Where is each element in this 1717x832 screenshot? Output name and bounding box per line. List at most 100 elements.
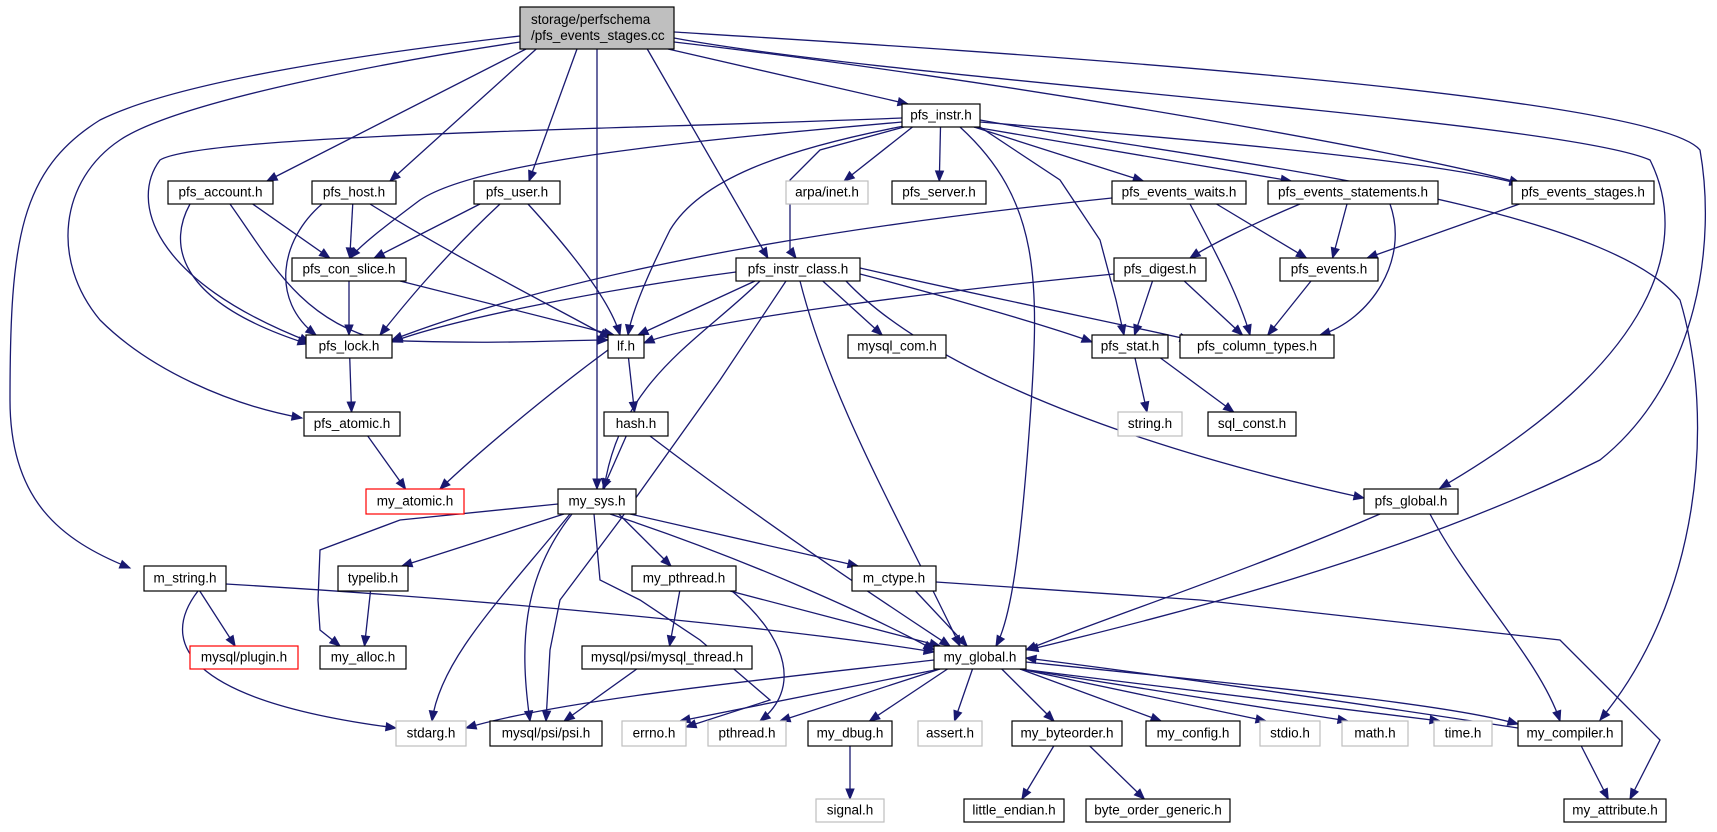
node-pthread-h[interactable]: pthread.h: [707, 720, 787, 747]
node-my-config-h[interactable]: my_config.h: [1145, 720, 1241, 747]
edge-pfs-host-h-to-pfs-lock-h: [285, 203, 323, 336]
node-box: [143, 565, 227, 592]
edge-line: [843, 126, 913, 182]
node-pfs-user-h[interactable]: pfs_user.h: [473, 180, 561, 205]
node-assert-h[interactable]: assert.h: [917, 720, 983, 747]
node-string-h[interactable]: string.h: [1117, 411, 1183, 437]
node-mysql-psi-psi-h[interactable]: mysql/psi/psi.h: [489, 720, 603, 747]
node-my-sys-h[interactable]: my_sys.h: [557, 488, 637, 515]
node-pfs-lock-h[interactable]: pfs_lock.h: [305, 334, 393, 359]
arrowhead-icon: [602, 477, 612, 491]
node-my-pthread-h[interactable]: my_pthread.h: [631, 565, 737, 592]
node-errno-h[interactable]: errno.h: [621, 720, 687, 747]
arrowhead-icon: [1021, 787, 1032, 801]
edge-pfs-instr-class-h-to-my-sys-h: [600, 280, 761, 491]
node-m-string-h[interactable]: m_string.h: [143, 565, 227, 592]
node-signal-h[interactable]: signal.h: [815, 798, 885, 823]
node-pfs-digest-h[interactable]: pfs_digest.h: [1113, 257, 1207, 282]
edge-pfs-instr-h-to-my-compiler-h: [979, 119, 1699, 722]
edge-line: [679, 668, 941, 722]
edge-line: [979, 119, 1699, 721]
edge-line: [1019, 668, 1162, 722]
node-pfs-events-h[interactable]: pfs_events.h: [1279, 257, 1379, 282]
node-my-global-h[interactable]: my_global.h: [933, 645, 1027, 670]
node-pfs-con-slice-h[interactable]: pfs_con_slice.h: [291, 257, 407, 282]
node-box: [311, 180, 397, 205]
arrowhead-icon: [541, 710, 552, 723]
edge-pfs-digest-h-to-lf-h: [642, 273, 1115, 344]
node-pfs-host-h[interactable]: pfs_host.h: [311, 180, 397, 205]
node-mysql-plugin-h[interactable]: mysql/plugin.h: [189, 645, 299, 670]
edge-line: [673, 31, 1707, 651]
node-label: pfs_instr.h: [910, 108, 972, 123]
node-typelib-h[interactable]: typelib.h: [337, 565, 409, 592]
edge-line: [465, 659, 935, 729]
node-label: stdarg.h: [407, 726, 456, 741]
node-pfs-server-h[interactable]: pfs_server.h: [891, 180, 987, 205]
node-label: m_ctype.h: [863, 571, 925, 586]
edge-line: [973, 126, 1292, 182]
node-pfs-events-stages-cc[interactable]: storage/perfschema/pfs_events_stages.cc: [519, 6, 675, 50]
edge-pfs-events-stages-h-to-pfs-events-h: [1365, 203, 1520, 259]
node-label: my_sys.h: [568, 494, 625, 509]
node-time-h[interactable]: time.h: [1433, 720, 1493, 747]
edge-line: [1267, 280, 1312, 336]
node-math-h[interactable]: math.h: [1341, 720, 1409, 747]
node-label: string.h: [1128, 416, 1172, 431]
node-label: my_byteorder.h: [1020, 726, 1113, 741]
node-pfs-events-waits-h[interactable]: pfs_events_waits.h: [1111, 180, 1247, 205]
node-pfs-stat-h[interactable]: pfs_stat.h: [1091, 334, 1169, 359]
edge-line: [147, 117, 903, 343]
edge-pfs-user-h-to-pfs-con-slice-h: [373, 203, 481, 259]
node-byte-order-generic-h[interactable]: byte_order_generic.h: [1085, 798, 1231, 823]
node-pfs-global-h[interactable]: pfs_global.h: [1363, 488, 1459, 515]
node-my-compiler-h[interactable]: my_compiler.h: [1517, 720, 1623, 747]
node-pfs-atomic-h[interactable]: pfs_atomic.h: [303, 411, 401, 437]
edge-line: [1429, 513, 1561, 722]
edge-line: [1189, 203, 1301, 259]
node-box: [1341, 720, 1409, 747]
node-little-endian-h[interactable]: little_endian.h: [963, 798, 1065, 823]
node-hash-h[interactable]: hash.h: [603, 411, 669, 437]
node-stdio-h[interactable]: stdio.h: [1259, 720, 1321, 747]
arrowhead-icon: [528, 169, 538, 183]
node-arpa-inet-h[interactable]: arpa/inet.h: [785, 180, 869, 205]
node-my-attribute-h[interactable]: my_attribute.h: [1563, 798, 1667, 823]
node-my-dbug-h[interactable]: my_dbug.h: [807, 720, 893, 747]
arrowhead-icon: [1365, 250, 1379, 259]
edge-line: [524, 513, 573, 722]
arrowhead-icon: [1266, 323, 1279, 337]
edge-line: [379, 203, 501, 336]
edge-pfs-instr-h-to-arpa-inet-h: [843, 126, 913, 182]
node-my-atomic-h[interactable]: my_atomic.h: [365, 488, 465, 515]
node-sql-const-h[interactable]: sql_const.h: [1207, 411, 1297, 437]
node-mysql-com-h[interactable]: mysql_com.h: [847, 334, 947, 359]
edge-my-compiler-h-to-my-global-h: [1024, 654, 1519, 729]
node-box: [319, 645, 407, 670]
edge-pfs-instr-class-h-to-pfs-stat-h: [859, 273, 1094, 343]
node-my-byteorder-h[interactable]: my_byteorder.h: [1011, 720, 1123, 747]
node-label: mysql_com.h: [857, 339, 937, 354]
edge-pfs-instr-class-h-to-mysql-psi-psi-h: [541, 280, 787, 723]
arrowhead-icon: [1133, 788, 1146, 800]
node-m-ctype-h[interactable]: m_ctype.h: [851, 565, 937, 592]
node-box: [1363, 488, 1459, 515]
arrowhead-icon: [843, 170, 856, 182]
node-pfs-instr-class-h[interactable]: pfs_instr_class.h: [735, 257, 861, 282]
node-pfs-account-h[interactable]: pfs_account.h: [167, 180, 274, 205]
node-label: /pfs_events_stages.cc: [531, 28, 665, 43]
edge-line: [673, 37, 1666, 489]
node-pfs-instr-h[interactable]: pfs_instr.h: [901, 103, 981, 128]
edge-pfs-stat-h-to-sql-const-h: [1160, 357, 1235, 413]
node-my-alloc-h[interactable]: my_alloc.h: [319, 645, 407, 670]
edge-line: [667, 48, 909, 105]
node-mysql-psi-mysql-thread-h[interactable]: mysql/psi/mysql_thread.h: [581, 645, 753, 670]
node-pfs-events-statements-h[interactable]: pfs_events_statements.h: [1267, 180, 1439, 205]
node-stdarg-h[interactable]: stdarg.h: [395, 720, 467, 747]
node-pfs-column-types-h[interactable]: pfs_column_types.h: [1179, 334, 1335, 359]
node-pfs-events-stages-h[interactable]: pfs_events_stages.h: [1511, 180, 1655, 205]
edge-my-pthread-h-to-pthread-h: [731, 590, 785, 722]
node-lf-h[interactable]: lf.h: [607, 334, 645, 359]
node-box: [933, 645, 1027, 670]
edge-line: [439, 349, 609, 490]
